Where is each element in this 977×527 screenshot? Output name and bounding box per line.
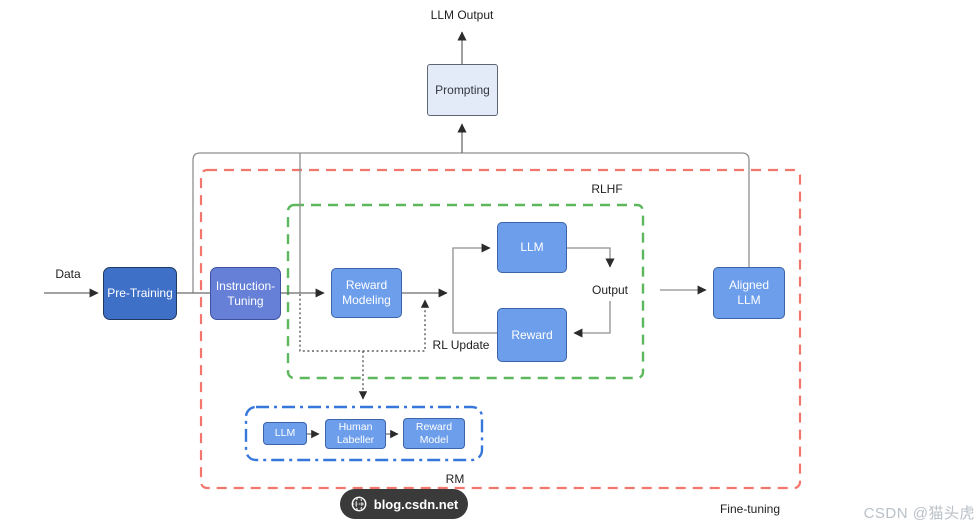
globe-icon (351, 496, 367, 512)
node-human-labeller: Human Labeller (325, 419, 386, 449)
rm-dashed-box (244, 405, 484, 462)
label-fine-tuning: Fine-tuning (719, 502, 781, 516)
node-reward-model: Reward Model (403, 418, 465, 449)
node-prompting: Prompting (427, 64, 498, 116)
arrow-junction-to-llm (452, 243, 497, 334)
dotted-rl-update-path (299, 294, 430, 352)
bus-line (192, 152, 750, 293)
node-pre-training: Pre-Training (103, 267, 177, 320)
label-llm-output: LLM Output (430, 8, 494, 22)
node-rm-llm: LLM (263, 422, 307, 445)
node-instruction-tuning: Instruction- Tuning (210, 267, 281, 320)
label-output: Output (591, 283, 629, 297)
label-rl-update: RL Update (432, 338, 490, 352)
csdn-badge: blog.csdn.net (340, 489, 468, 519)
node-reward-modeling: Reward Modeling (331, 268, 402, 318)
label-data: Data (55, 267, 81, 281)
csdn-badge-text: blog.csdn.net (373, 496, 459, 512)
fine-tuning-dashed-box (199, 168, 802, 490)
node-reward: Reward (497, 308, 567, 362)
rlhf-dashed-box (286, 203, 645, 380)
node-aligned-llm: Aligned LLM (713, 267, 785, 319)
node-llm: LLM (497, 222, 567, 273)
arrow-output-to-reward (573, 301, 611, 338)
watermark-credit: CSDN @猫头虎 (863, 505, 975, 522)
label-rm: RM (445, 472, 465, 486)
arrow-llm-to-output (567, 247, 615, 268)
label-rlhf: RLHF (591, 182, 623, 196)
